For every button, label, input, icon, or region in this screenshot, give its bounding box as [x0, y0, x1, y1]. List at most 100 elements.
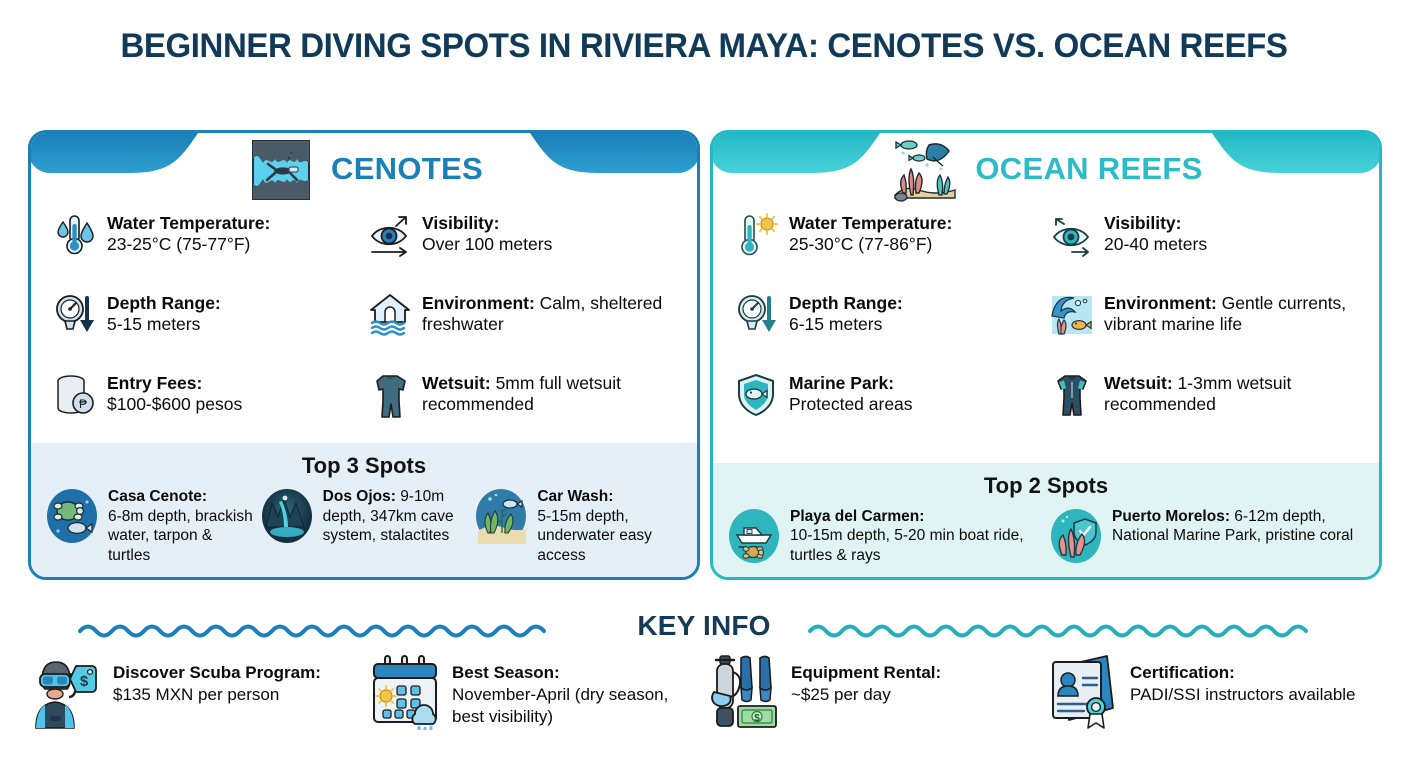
feature-label: Water Temperature:	[107, 213, 271, 233]
feature-wetsuit: Wetsuit: 5mm full wetsuit recommended	[368, 371, 683, 431]
spot-label: Casa Cenote:	[108, 488, 208, 505]
feature-water-temperature: Water Temperature: 23-25°C (75-77°F)	[53, 211, 368, 271]
wetsuit-shorty-icon	[1050, 372, 1094, 418]
spot-value: 9-10m depth, 347km cave system, stalacti…	[322, 488, 454, 544]
key-item-label: Certification:	[1130, 663, 1235, 682]
feature-value: $100-$600 pesos	[107, 394, 243, 414]
boat-turtle-circle-icon	[727, 507, 781, 565]
spot-text: Car Wash: 5-15m depth, underwater easy a…	[537, 487, 683, 565]
thermometer-sun-icon	[735, 212, 779, 258]
feature-value: 5mm full wetsuit recommended	[422, 373, 622, 414]
wave-divider-left	[78, 620, 568, 647]
feature-label: Visibility:	[422, 213, 500, 233]
spot-text: Playa del Carmen: 10-15m depth, 5-20 min…	[790, 507, 1043, 566]
spots-row: Casa Cenote: 6-8m depth, brackish water,…	[45, 487, 683, 565]
feature-value: Calm, sheltered freshwater	[422, 293, 663, 334]
key-item-text: Discover Scuba Program: $135 MXN per per…	[113, 652, 361, 706]
coral-shield-circle-icon	[1049, 507, 1103, 565]
spots-row: Playa del Carmen: 10-15m depth, 5-20 min…	[727, 507, 1365, 566]
card-cenotes: CENOTES Water Temperature: 23-25°C	[28, 130, 700, 580]
feature-depth-range: Depth Range: 5-15 meters	[53, 291, 368, 351]
feature-label: Wetsuit:	[422, 373, 491, 393]
coins-peso-icon: ₱	[53, 372, 97, 418]
feature-depth-range: Depth Range: 6-15 meters	[735, 291, 1050, 351]
feature-text: Environment: Calm, sheltered freshwater	[422, 291, 683, 335]
feature-value: 1-3mm wetsuit recommended	[1104, 373, 1292, 414]
sheltered-water-house-icon	[368, 292, 412, 338]
feature-label: Environment:	[1104, 293, 1217, 313]
eye-visibility-icon	[368, 212, 412, 258]
spot-label: Dos Ojos:	[322, 488, 396, 505]
ocean-wave-coral-fish-icon	[1050, 292, 1094, 338]
key-item-best-season: Best Season: November-April (dry season,…	[369, 652, 700, 732]
feature-water-temperature: Water Temperature: 25-30°C (77-86°F)	[735, 211, 1050, 271]
spot-car-wash: Car Wash: 5-15m depth, underwater easy a…	[474, 487, 683, 565]
key-item-label: Equipment Rental:	[791, 663, 942, 682]
spot-playa-del-carmen: Playa del Carmen: 10-15m depth, 5-20 min…	[727, 507, 1043, 566]
feature-label: Water Temperature:	[789, 213, 953, 233]
key-item-value: November-April (dry season, best visibil…	[452, 685, 669, 726]
feature-text: Marine Park: Protected areas	[789, 371, 913, 415]
turtle-fish-circle-icon	[45, 487, 99, 545]
spot-value: 6-12m depth, National Marine Park, prist…	[1112, 507, 1354, 545]
certificate-badge-icon	[1047, 652, 1119, 730]
features-cenotes: Water Temperature: 23-25°C (75-77°F) Vis…	[31, 211, 697, 431]
feature-value: Protected areas	[789, 394, 913, 414]
spot-label: Car Wash:	[537, 488, 614, 505]
feature-text: Visibility: Over 100 meters	[422, 211, 552, 255]
feature-label: Depth Range:	[789, 293, 903, 313]
feature-environment: Environment: Calm, sheltered freshwater	[368, 291, 683, 351]
key-item-text: Best Season: November-April (dry season,…	[452, 652, 700, 728]
feature-visibility: Visibility: 20-40 meters	[1050, 211, 1365, 271]
card-header-reefs: OCEAN REEFS	[713, 133, 1379, 213]
key-item-value: $135 MXN per person	[113, 685, 280, 704]
feature-label: Marine Park:	[789, 373, 895, 393]
spot-value: 10-15m depth, 5-20 min boat ride, turtle…	[790, 527, 1024, 564]
feature-text: Depth Range: 6-15 meters	[789, 291, 903, 335]
depth-gauge-arrow-icon	[53, 292, 97, 338]
card-title-reefs: OCEAN REEFS	[975, 151, 1203, 186]
svg-text:$: $	[754, 713, 760, 724]
top-spots-reefs: Top 2 Spots	[713, 462, 1379, 577]
depth-gauge-arrow-icon	[735, 292, 779, 338]
key-info-grid: $ Discover Scuba Program: $135 MXN per p…	[30, 652, 1378, 732]
thermometer-water-drops-icon	[53, 212, 97, 258]
feature-text: Entry Fees: $100-$600 pesos	[107, 371, 242, 415]
key-info-heading: KEY INFO	[637, 610, 771, 641]
spot-casa-cenote: Casa Cenote: 6-8m depth, brackish water,…	[45, 487, 254, 565]
spot-dos-ojos: Dos Ojos: 9-10m depth, 347km cave system…	[260, 487, 469, 565]
feature-label: Environment:	[422, 293, 535, 313]
feature-value: 5-15 meters	[107, 314, 201, 334]
feature-value: 23-25°C (75-77°F)	[107, 234, 251, 254]
features-reefs: Water Temperature: 25-30°C (77-86°F) Vis…	[713, 211, 1379, 431]
feature-text: Wetsuit: 5mm full wetsuit recommended	[422, 371, 683, 415]
tank-fins-money-icon: $	[708, 652, 780, 730]
key-item-certification: Certification: PADI/SSI instructors avai…	[1047, 652, 1378, 730]
spot-text: Casa Cenote: 6-8m depth, brackish water,…	[108, 487, 254, 565]
card-header-cenotes: CENOTES	[31, 133, 697, 213]
card-ocean-reefs: OCEAN REEFS	[710, 130, 1382, 580]
cenote-cave-diver-icon	[245, 133, 317, 205]
feature-text: Environment: Gentle currents, vibrant ma…	[1104, 291, 1365, 335]
feature-marine-park: Marine Park: Protected areas	[735, 371, 1050, 431]
page-title: BEGINNER DIVING SPOTS IN RIVIERA MAYA: C…	[120, 27, 1288, 65]
spot-text: Puerto Morelos: 6-12m depth, National Ma…	[1112, 507, 1365, 546]
eye-visibility-icon	[1050, 212, 1094, 258]
feature-value: 25-30°C (77-86°F)	[789, 234, 933, 254]
feature-label: Visibility:	[1104, 213, 1182, 233]
feature-value: 20-40 meters	[1104, 234, 1208, 254]
wetsuit-full-icon	[368, 372, 412, 418]
feature-label: Wetsuit:	[1104, 373, 1173, 393]
card-title-cenotes: CENOTES	[331, 151, 483, 186]
feature-value: 6-15 meters	[789, 314, 883, 334]
seaweed-fish-circle-icon	[474, 487, 528, 545]
feature-text: Water Temperature: 23-25°C (75-77°F)	[107, 211, 270, 255]
key-item-label: Discover Scuba Program:	[113, 663, 321, 682]
feature-entry-fees: ₱ Entry Fees: $100-$600 pesos	[53, 371, 368, 431]
key-item-value: ~$25 per day	[791, 685, 891, 704]
key-item-label: Best Season:	[452, 663, 560, 682]
shield-fish-icon	[735, 372, 779, 418]
top-spots-title: Top 2 Spots	[983, 472, 1109, 498]
spot-puerto-morelos: Puerto Morelos: 6-12m depth, National Ma…	[1049, 507, 1365, 566]
coral-reef-manta-ray-icon	[889, 133, 961, 205]
